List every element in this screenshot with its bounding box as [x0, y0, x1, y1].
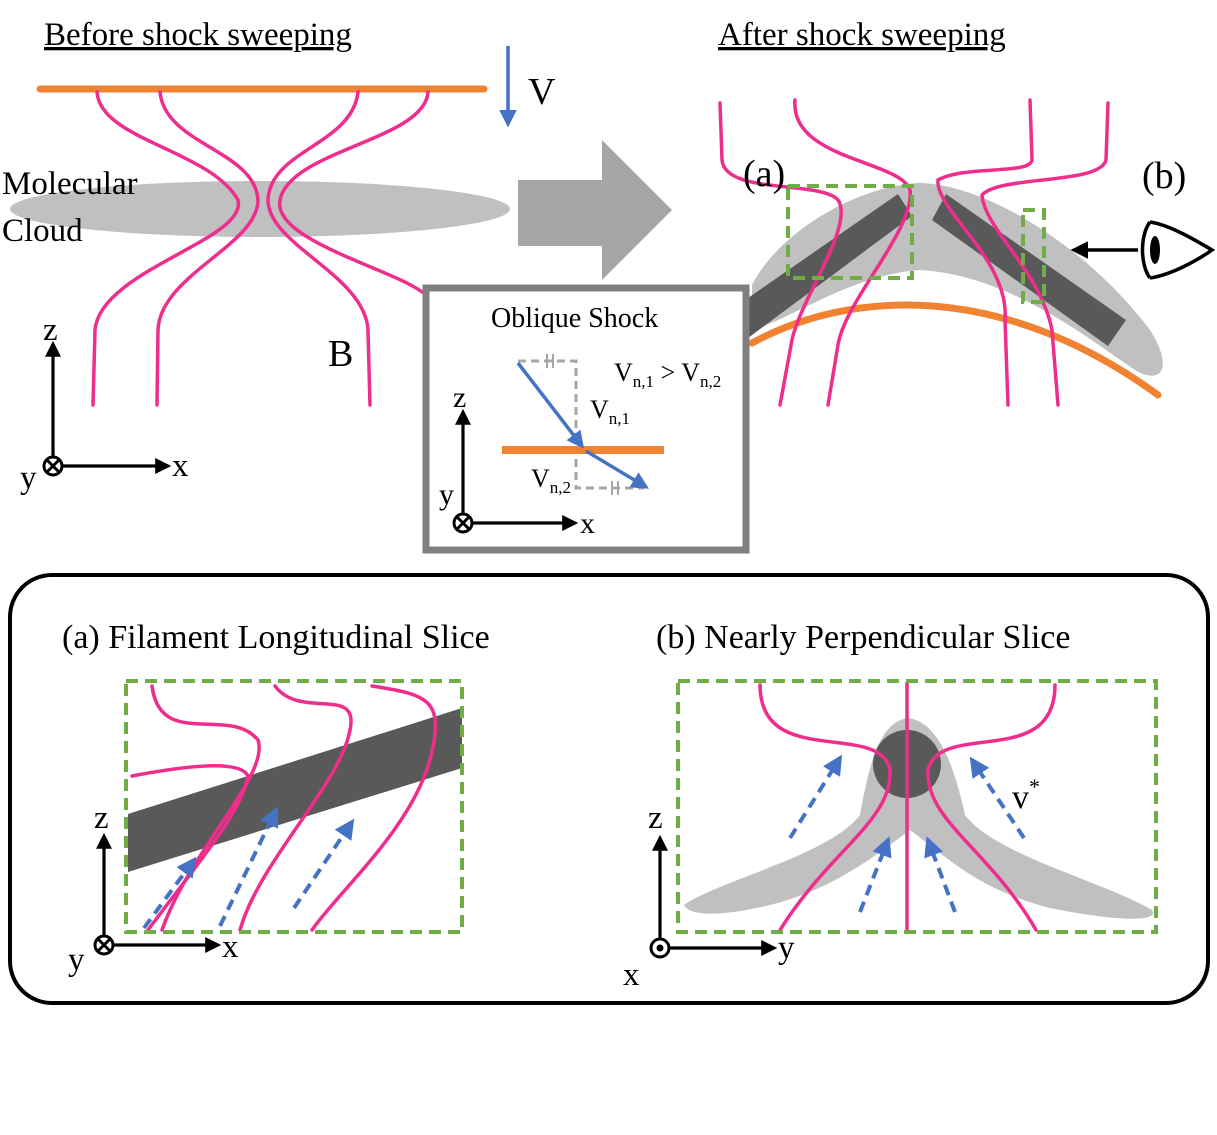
velocity-label: V [528, 71, 556, 113]
magnetic-field-lines-before [91, 90, 430, 407]
svg-text:y: y [20, 460, 37, 496]
svg-text:x: x [580, 507, 595, 540]
field-label: B [328, 333, 353, 375]
slice-box-b [1021, 208, 1046, 304]
flow-velocity-label: v* [1012, 774, 1040, 816]
before-panel: Before shock sweeping V Molecular Cloud … [2, 17, 556, 496]
axes-slice-a: z y x [68, 800, 239, 978]
axes-main: z y x [20, 312, 189, 496]
filament-right [932, 194, 1126, 346]
slice-box-a [786, 184, 914, 280]
cloud-slice-b [684, 718, 1154, 919]
after-panel: After shock sweeping (a) (b) [718, 17, 1216, 407]
flow-arrows-slice-b [788, 754, 1026, 913]
svg-text:z: z [453, 381, 466, 414]
transition-arrow [518, 140, 672, 280]
slice-b-box [676, 679, 1158, 934]
svg-text:z: z [648, 800, 663, 836]
oblique-shock-inset: Oblique Shock Vn,1 > Vn,2 Vn,1 Vn,2 z y … [422, 284, 750, 554]
after-title: After shock sweeping [718, 17, 1006, 53]
slices-panel [8, 573, 1210, 1005]
region-b-label: (b) [1142, 155, 1186, 197]
svg-text:y: y [439, 478, 454, 511]
vn2-label: Vn,2 [531, 464, 571, 497]
axes-inset: z y x [439, 381, 595, 540]
shock-front-after [748, 301, 1162, 399]
panel-b-title: (b) Nearly Perpendicular Slice [656, 619, 1070, 656]
filament-left [748, 194, 912, 338]
flow-arrows-slice-a [142, 806, 355, 930]
svg-text:z: z [94, 800, 109, 836]
magnetic-field-lines-after [718, 98, 1110, 407]
cloud-label-line1: Molecular [2, 166, 138, 202]
vn1-label: Vn,1 [590, 395, 630, 428]
svg-text:y: y [778, 930, 795, 966]
magnetic-field-lines-slice-b [758, 681, 1057, 934]
slice-a: z y x [68, 679, 464, 978]
slice-b: v* z x y [623, 679, 1158, 993]
region-a-label: (a) [743, 153, 785, 195]
inset-title: Oblique Shock [491, 303, 658, 334]
svg-text:x: x [623, 957, 640, 993]
svg-text:y: y [68, 942, 85, 978]
panel-a-title: (a) Filament Longitudinal Slice [62, 619, 490, 656]
before-title: Before shock sweeping [44, 17, 352, 53]
svg-text:z: z [43, 312, 58, 348]
filament-slice-a [128, 708, 462, 872]
svg-text:x: x [172, 448, 189, 484]
eye-icon [1140, 220, 1216, 280]
velocity-relation: Vn,1 > Vn,2 [614, 358, 721, 391]
slice-a-box [124, 679, 464, 934]
axes-slice-b: z x y [623, 800, 795, 993]
incoming-velocity [516, 361, 585, 449]
outgoing-velocity [585, 449, 650, 489]
cloud-label-line2: Cloud [2, 213, 83, 249]
svg-text:x: x [222, 929, 239, 965]
molecular-cloud [10, 181, 510, 237]
